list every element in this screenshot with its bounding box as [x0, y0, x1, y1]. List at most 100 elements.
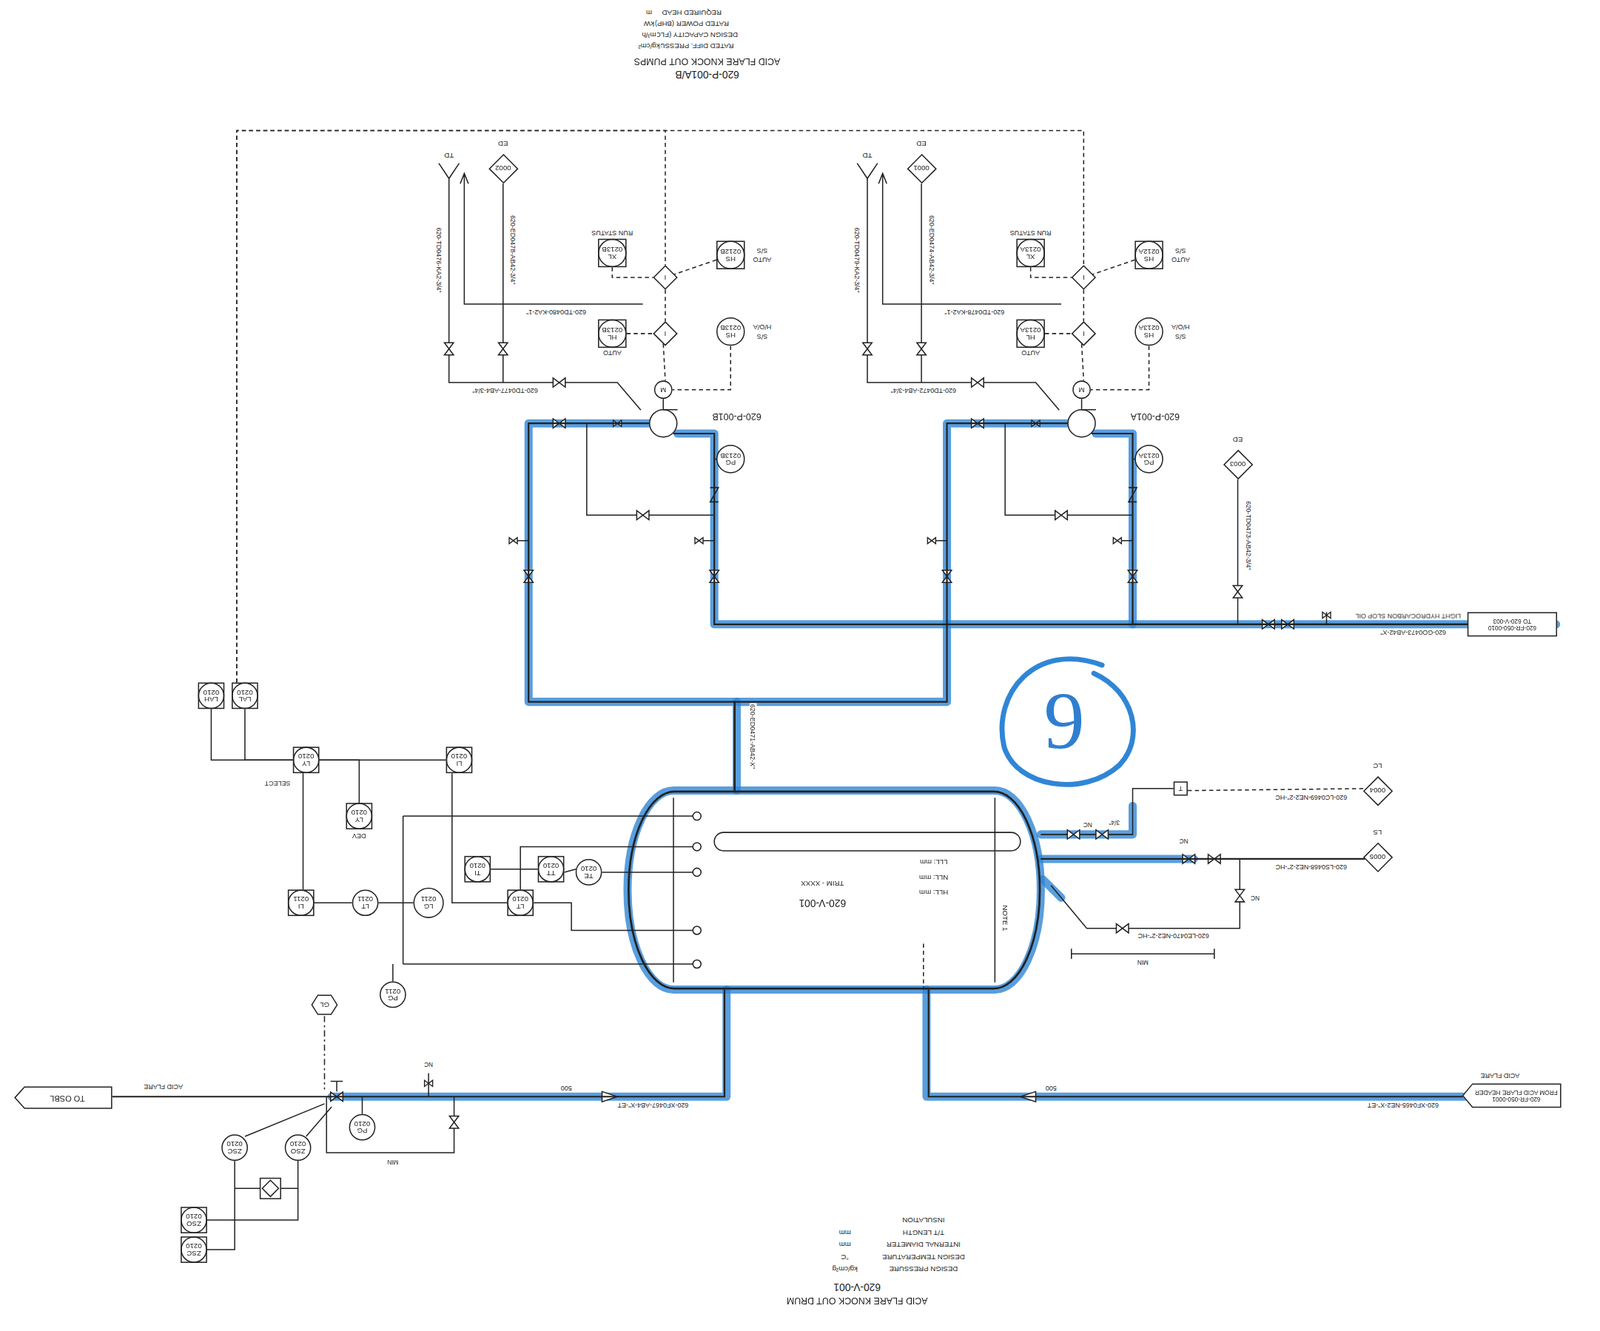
node-text: PG — [384, 994, 401, 1003]
drawing-label: MIN — [1135, 959, 1150, 966]
drawing-label: 620-P-001A/B — [674, 68, 741, 80]
drain-diamond: ED0001 — [906, 153, 937, 184]
pipe-line — [673, 433, 1468, 625]
node-text: 0211 — [293, 895, 309, 903]
highlight — [627, 791, 1041, 991]
shape-outline — [14, 1087, 112, 1109]
drawing-label: NC — [423, 1061, 435, 1068]
shape-outline — [538, 856, 564, 883]
shape-outline — [285, 1135, 311, 1161]
shape-outline — [628, 791, 1040, 989]
shape-outline — [598, 239, 627, 267]
shape-outline — [717, 241, 745, 269]
shared-display: LT0210 — [506, 889, 534, 917]
drawing-label: m³/h — [640, 31, 658, 40]
shape-outline — [293, 747, 319, 773]
drawing-label: T/T LENGTH — [901, 1228, 946, 1237]
shape-outline — [1135, 318, 1163, 346]
signal-line — [319, 760, 360, 803]
pipe-line — [1040, 858, 1365, 860]
node-text: TI — [469, 869, 486, 877]
node-text: I — [1082, 273, 1085, 282]
node-text: T — [1178, 785, 1183, 793]
valves — [330, 585, 1331, 1129]
drain-line — [1050, 859, 1240, 929]
signal-line — [1090, 345, 1150, 390]
node-text: LAH — [203, 695, 220, 704]
shape-outline — [346, 803, 372, 829]
shape-outline — [1072, 321, 1096, 345]
node-text: HS — [720, 255, 741, 263]
shape-graphic — [287, 889, 315, 917]
node-text: I — [664, 273, 667, 282]
node-text: 0213A — [1020, 245, 1042, 254]
shape-outline — [907, 153, 936, 183]
drawing-label: S/S — [755, 247, 769, 255]
instrument-bubble: HS0213B — [716, 317, 746, 347]
text-group: PG0210 — [354, 1119, 371, 1135]
shape-graphic — [180, 1236, 208, 1264]
node-text: 0213A — [1020, 326, 1042, 334]
drawing-label: 620-TD0480-KA2-1" — [525, 308, 588, 317]
node-text: 0210 — [580, 865, 597, 873]
text-group: LT0211 — [357, 895, 373, 911]
tag-label: NLL: mm — [918, 874, 948, 882]
signal-line — [236, 130, 1084, 683]
pump-piping — [856, 163, 1137, 584]
shape-graphic — [1467, 612, 1558, 637]
tag-label: LC — [1372, 762, 1382, 770]
drawing-label: RUN STATUS — [1008, 230, 1053, 238]
small-valve — [424, 1080, 433, 1087]
interlock-box — [261, 1180, 279, 1197]
drawing-label: 620-TD0473-AB42-3/4" — [1245, 500, 1253, 572]
shape-outline — [663, 409, 678, 411]
transducer-box: T — [1173, 781, 1188, 796]
shape-outline — [1463, 1084, 1561, 1108]
node-text: XL — [1020, 253, 1042, 261]
shared-display: ZSO0210 — [180, 1207, 208, 1234]
instrument-bubble: PG0211 — [379, 981, 407, 1008]
instrument-bubble: LG0211 — [412, 888, 444, 919]
text-group: PG0211 — [384, 987, 401, 1003]
text-group: TO OSBL — [49, 1093, 86, 1103]
drawing-label: ACID FLARE — [142, 1084, 185, 1092]
shape-graphic — [293, 746, 320, 774]
pump-symbol: 620-P-001A — [1067, 409, 1097, 439]
shape-outline — [654, 381, 672, 399]
handwritten-circle — [1002, 659, 1134, 786]
line-diamond: LS0005 — [1362, 842, 1393, 872]
shape-outline — [717, 318, 745, 346]
drawing-label: RUN STATUS — [590, 230, 635, 238]
text-group: 0001 — [913, 164, 929, 172]
text-group: M — [660, 386, 667, 394]
signal-line — [664, 290, 667, 322]
node-text: 0210 — [203, 688, 220, 696]
signal-line — [1081, 398, 1083, 410]
drawing-label: H/O/A — [751, 324, 772, 332]
text-group: HL0213A — [1020, 326, 1042, 342]
text-group: 620-FR-050-0010TO 620-V-003 — [1488, 617, 1537, 631]
node-text: LAL — [236, 695, 253, 704]
min-dimension — [1071, 948, 1215, 960]
signal-line — [1081, 344, 1085, 382]
highlight — [926, 989, 1557, 1097]
node-text: 0213A — [1138, 324, 1160, 332]
signal-line — [207, 1161, 299, 1221]
actuator — [330, 1081, 344, 1093]
signal-line — [1093, 259, 1136, 274]
shared-display: LY0210 — [293, 746, 320, 774]
shape-outline — [1016, 239, 1045, 267]
drawing-label: 620-V-001 — [832, 1281, 882, 1293]
node-text: 0213B — [601, 245, 623, 254]
shared-display: XL0213B — [597, 239, 627, 268]
drawing-label: INSULATION — [901, 1216, 946, 1225]
handwritten-callout: 9 — [1042, 675, 1086, 766]
shape-graphic — [597, 239, 627, 268]
shape-graphic — [716, 444, 746, 474]
drawing-label: 620-LE0470-NE2-2"-HC — [1136, 933, 1210, 941]
node-text: I — [664, 330, 667, 338]
node-text: PG — [1138, 458, 1160, 467]
text-group: ZSO0210 — [290, 1140, 306, 1156]
shape-graphic — [627, 791, 1041, 991]
